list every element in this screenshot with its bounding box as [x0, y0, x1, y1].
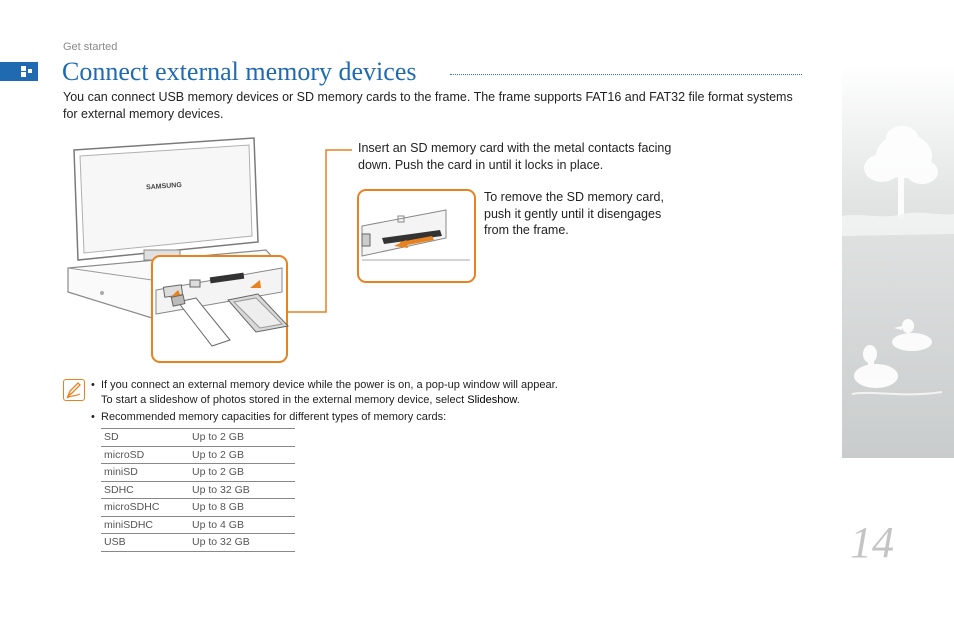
card-type: SDHC	[101, 480, 189, 499]
card-type: SD	[101, 428, 189, 446]
notes-list: If you connect an external memory device…	[91, 378, 731, 427]
device-illustration: SAMSUNG	[67, 137, 476, 363]
usb-stick-icon	[170, 294, 231, 347]
note-item: Recommended memory capacities for differ…	[91, 410, 731, 425]
decorative-landscape	[842, 64, 954, 458]
card-capacity: Up to 2 GB	[189, 428, 295, 446]
remove-callout-text: To remove the SD memory card, push it ge…	[484, 190, 664, 237]
card-capacity: Up to 2 GB	[189, 445, 295, 464]
brand-label: SAMSUNG	[146, 182, 183, 192]
title-rule	[450, 74, 802, 75]
card-type: USB	[101, 533, 189, 552]
card-capacity: Up to 4 GB	[189, 515, 295, 534]
page-title: Connect external memory devices	[62, 57, 417, 86]
card-type: microSDHC	[101, 498, 189, 516]
note-line: Recommended memory capacities for differ…	[101, 411, 447, 423]
duck-icon	[854, 319, 932, 388]
card-type: microSD	[101, 445, 189, 464]
intro-paragraph: You can connect USB memory devices or SD…	[63, 90, 793, 121]
section-marker	[0, 62, 38, 81]
pencil-note-icon	[63, 379, 85, 401]
insert-callout-text: Insert an SD memory card with the metal …	[358, 141, 672, 172]
sd-slot-detail	[361, 209, 470, 261]
tree-icon	[864, 126, 938, 218]
slideshow-term: Slideshow	[467, 394, 517, 406]
section-label: Get started	[63, 41, 118, 53]
card-type: miniSD	[101, 463, 189, 481]
port-panel	[155, 267, 289, 347]
note-line: If you connect an external memory device…	[101, 379, 558, 391]
sd-card-icon	[227, 293, 289, 333]
card-type: miniSDHC	[101, 515, 189, 534]
expand-icon	[21, 66, 32, 77]
card-capacity: Up to 2 GB	[189, 463, 295, 481]
page-number: 14	[850, 518, 894, 567]
note-line-end: .	[516, 394, 520, 406]
card-capacity: Up to 32 GB	[189, 533, 295, 552]
note-line: To start a slideshow of photos stored in…	[101, 394, 468, 406]
card-capacity: Up to 8 GB	[189, 498, 295, 516]
callout-leader-line	[287, 149, 352, 313]
card-capacity: Up to 32 GB	[189, 480, 295, 499]
note-item: If you connect an external memory device…	[91, 378, 731, 408]
